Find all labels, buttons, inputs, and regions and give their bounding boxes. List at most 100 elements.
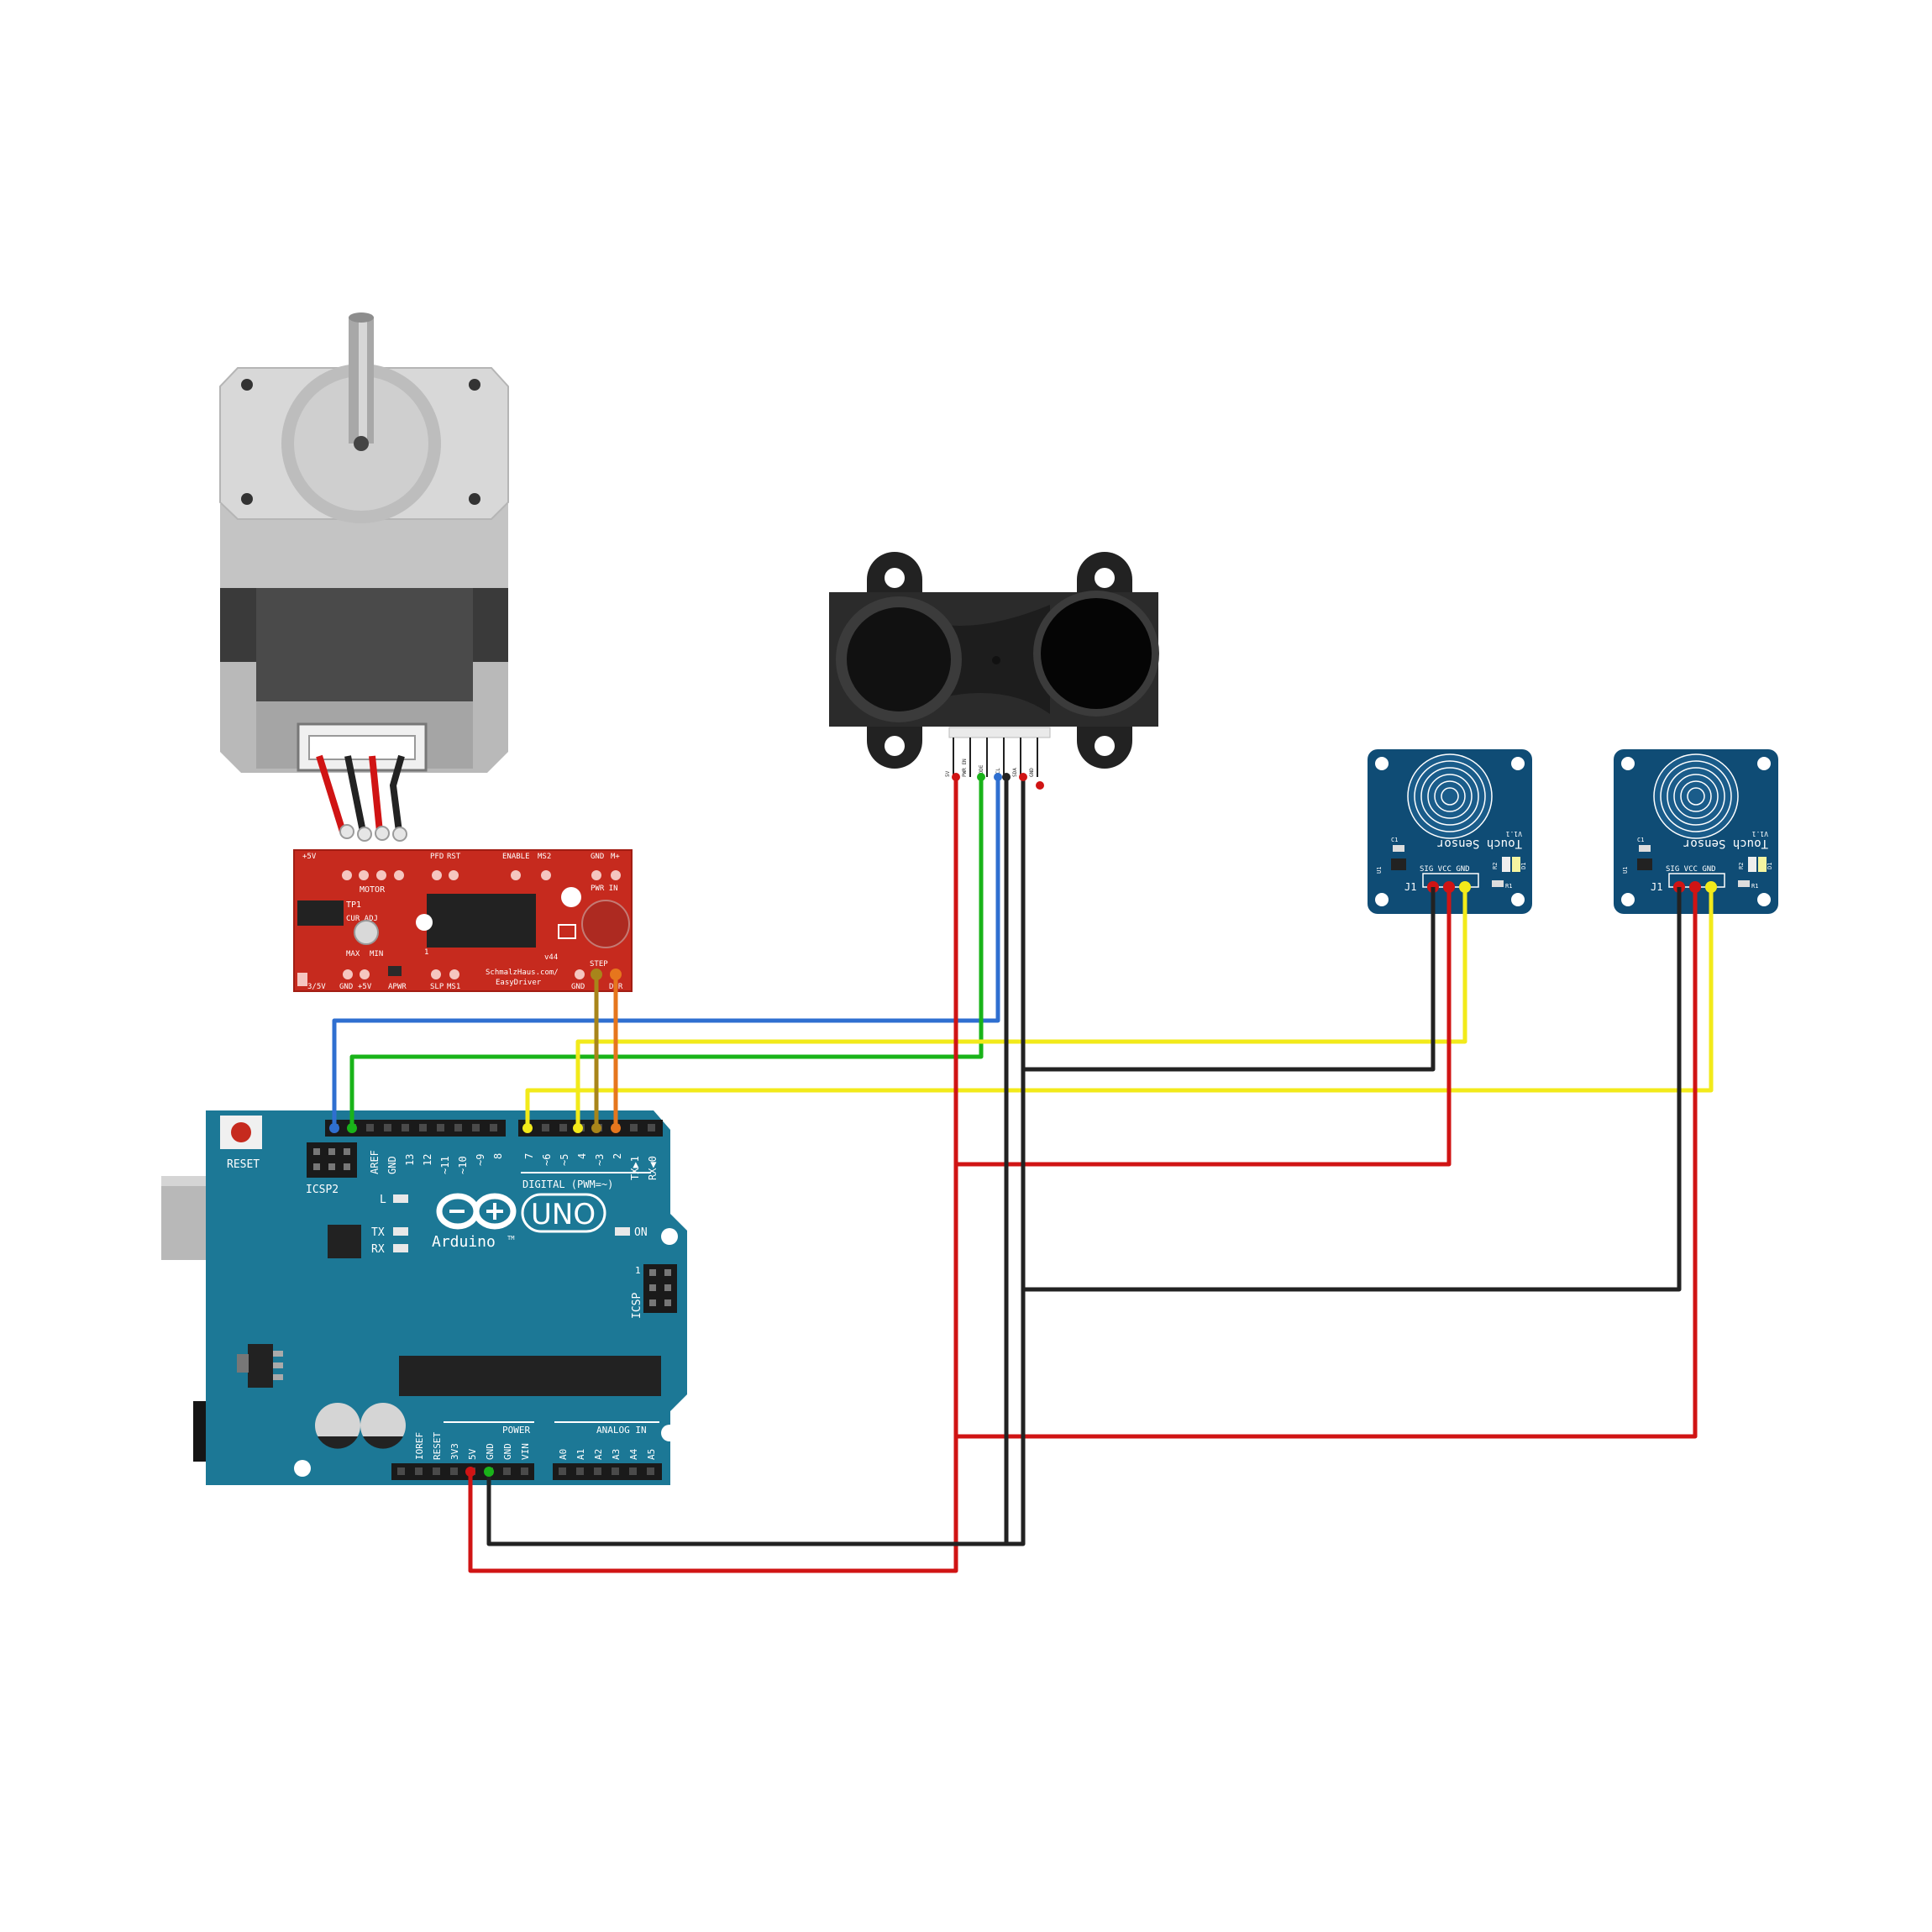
led-icon [615, 1227, 630, 1236]
mount-hole-icon [1757, 757, 1771, 770]
r2-label: R2 [1738, 863, 1745, 869]
pin-label: +5V [302, 853, 317, 861]
digital-pin-label: 4 [576, 1153, 588, 1159]
usb-chip [328, 1225, 361, 1258]
arduino-logo-icon [436, 1193, 517, 1230]
pin-label: GND [571, 983, 585, 991]
r2-label: R2 [1492, 863, 1499, 869]
touch-title: Touch Sensor [1437, 837, 1522, 850]
cur-adj-label: CUR ADJ [346, 915, 378, 923]
mount-hole-icon [661, 1425, 678, 1441]
lidar-pin-label: MODE [979, 764, 984, 777]
touch-pad-icon [1653, 753, 1739, 839]
r1-label: R1 [1751, 883, 1758, 890]
touch-version: V1.1 [1506, 830, 1522, 837]
uno-badge [521, 1193, 606, 1233]
stepper-motor [219, 312, 509, 833]
digital-pin-label: ~6 [541, 1154, 553, 1166]
mount-hole-icon [1375, 893, 1389, 906]
pin-label: RST [447, 853, 461, 861]
led-icon [393, 1227, 408, 1236]
touch-version: V1.1 [1752, 830, 1768, 837]
motor-wire-red [369, 755, 383, 832]
motor-wire-black [344, 755, 366, 832]
wire-red-touch1 [956, 887, 1452, 1167]
pin-label: ENABLE [502, 853, 530, 861]
pin-label: MS2 [538, 853, 551, 861]
rx-led-label: RX [371, 1243, 385, 1256]
lidar-pin-label: SDA [1012, 768, 1018, 777]
min-label: MIN [370, 950, 383, 958]
easydriver-board: +5V PFD RST ENABLE MS2 GND M+ MOTOR TP1 … [293, 824, 633, 992]
l-led-label: L [380, 1194, 386, 1206]
led-icon [393, 1194, 408, 1203]
lidar-pin-label: GND [1029, 768, 1035, 777]
digital-pin-label: 8 [492, 1153, 504, 1159]
screw-hole-icon [469, 493, 480, 505]
potentiometer-icon [354, 920, 379, 945]
url-label: SchmalzHaus.com/ [486, 969, 559, 977]
touch-sensor-2: Touch Sensor V1.1 SIG VCC GND J1 C1 U1 R… [1614, 749, 1778, 914]
max-label: MAX [346, 950, 360, 958]
digital-pin-label: TX▶1 [629, 1156, 641, 1180]
atmega-chip [399, 1356, 661, 1396]
analog-pin-label: A2 [593, 1449, 604, 1460]
on-led-label: ON [634, 1226, 648, 1239]
analog-pin-label: A3 [611, 1449, 622, 1460]
name-label: EasyDriver [496, 979, 542, 987]
pin-label: APWR [388, 983, 407, 991]
pwr-in-label: PWR IN [591, 885, 618, 893]
mount-hole-icon [1511, 757, 1525, 770]
analog-pin-label: A5 [646, 1449, 657, 1460]
icsp2-label: ICSP2 [306, 1184, 339, 1196]
model-label: UNO [531, 1198, 596, 1231]
digital-pin-label: ~5 [559, 1154, 570, 1166]
reset-button-cap[interactable] [231, 1122, 251, 1142]
digital-header-right [518, 1120, 663, 1137]
mount-hole-icon [1621, 893, 1635, 906]
power-label: POWER [502, 1425, 530, 1436]
j1-label: J1 [1404, 881, 1416, 893]
trademark-label: TM [507, 1235, 514, 1242]
analog-header [553, 1463, 662, 1480]
power-pin-label: IOREF [414, 1432, 425, 1460]
icsp-label: ICSP [631, 1293, 643, 1319]
analog-label: ANALOG IN [596, 1425, 647, 1436]
mount-hole-icon [661, 1228, 678, 1245]
digital-pin-label: ~9 [475, 1154, 486, 1166]
brand-label: Arduino [432, 1233, 496, 1251]
d1-label: D1 [1767, 863, 1773, 869]
tx-led-label: TX [371, 1226, 385, 1239]
mount-hole-icon [1375, 757, 1389, 770]
c1-label: C1 [1391, 837, 1398, 843]
led-icon [393, 1244, 408, 1252]
motor-wire-black [389, 754, 405, 832]
mount-hole-icon [294, 1460, 311, 1477]
d1-label: D1 [1520, 863, 1527, 869]
mount-hole-icon [561, 887, 581, 907]
r1-label: R1 [1505, 883, 1512, 890]
u1-label: U1 [1376, 867, 1383, 874]
digital-pin-label: 2 [612, 1153, 623, 1159]
wire-red-touch2 [956, 887, 1698, 1439]
digital-pin-label: ~3 [594, 1154, 606, 1166]
power-pin-label: 5V [467, 1448, 478, 1460]
mount-hole-icon [1757, 893, 1771, 906]
j1-label: J1 [1651, 881, 1662, 893]
power-pin-label: VIN [520, 1443, 531, 1460]
component-chip [297, 900, 344, 926]
arduino-uno: RESET ICSP2 AREF GND 13 12 ~11 ~10 ~9 8 … [161, 1110, 687, 1485]
pin-label: GND [339, 983, 353, 991]
driver-ic [427, 894, 536, 948]
digital-pin-label: ~10 [457, 1156, 469, 1174]
pin-label: GND [591, 853, 604, 861]
analog-pin-label: A1 [575, 1449, 586, 1460]
digital-pin-label: 12 [422, 1154, 433, 1166]
wire-yellow [525, 887, 1714, 1128]
icsp-pin-one-label: 1 [635, 1265, 641, 1276]
lidar-pin-label: 5V [945, 770, 951, 777]
mount-hole-icon [416, 914, 433, 931]
motor-wire-red [316, 754, 346, 833]
screw-hole-icon [469, 379, 480, 391]
lidar-pin-label: PWR EN [962, 759, 968, 777]
